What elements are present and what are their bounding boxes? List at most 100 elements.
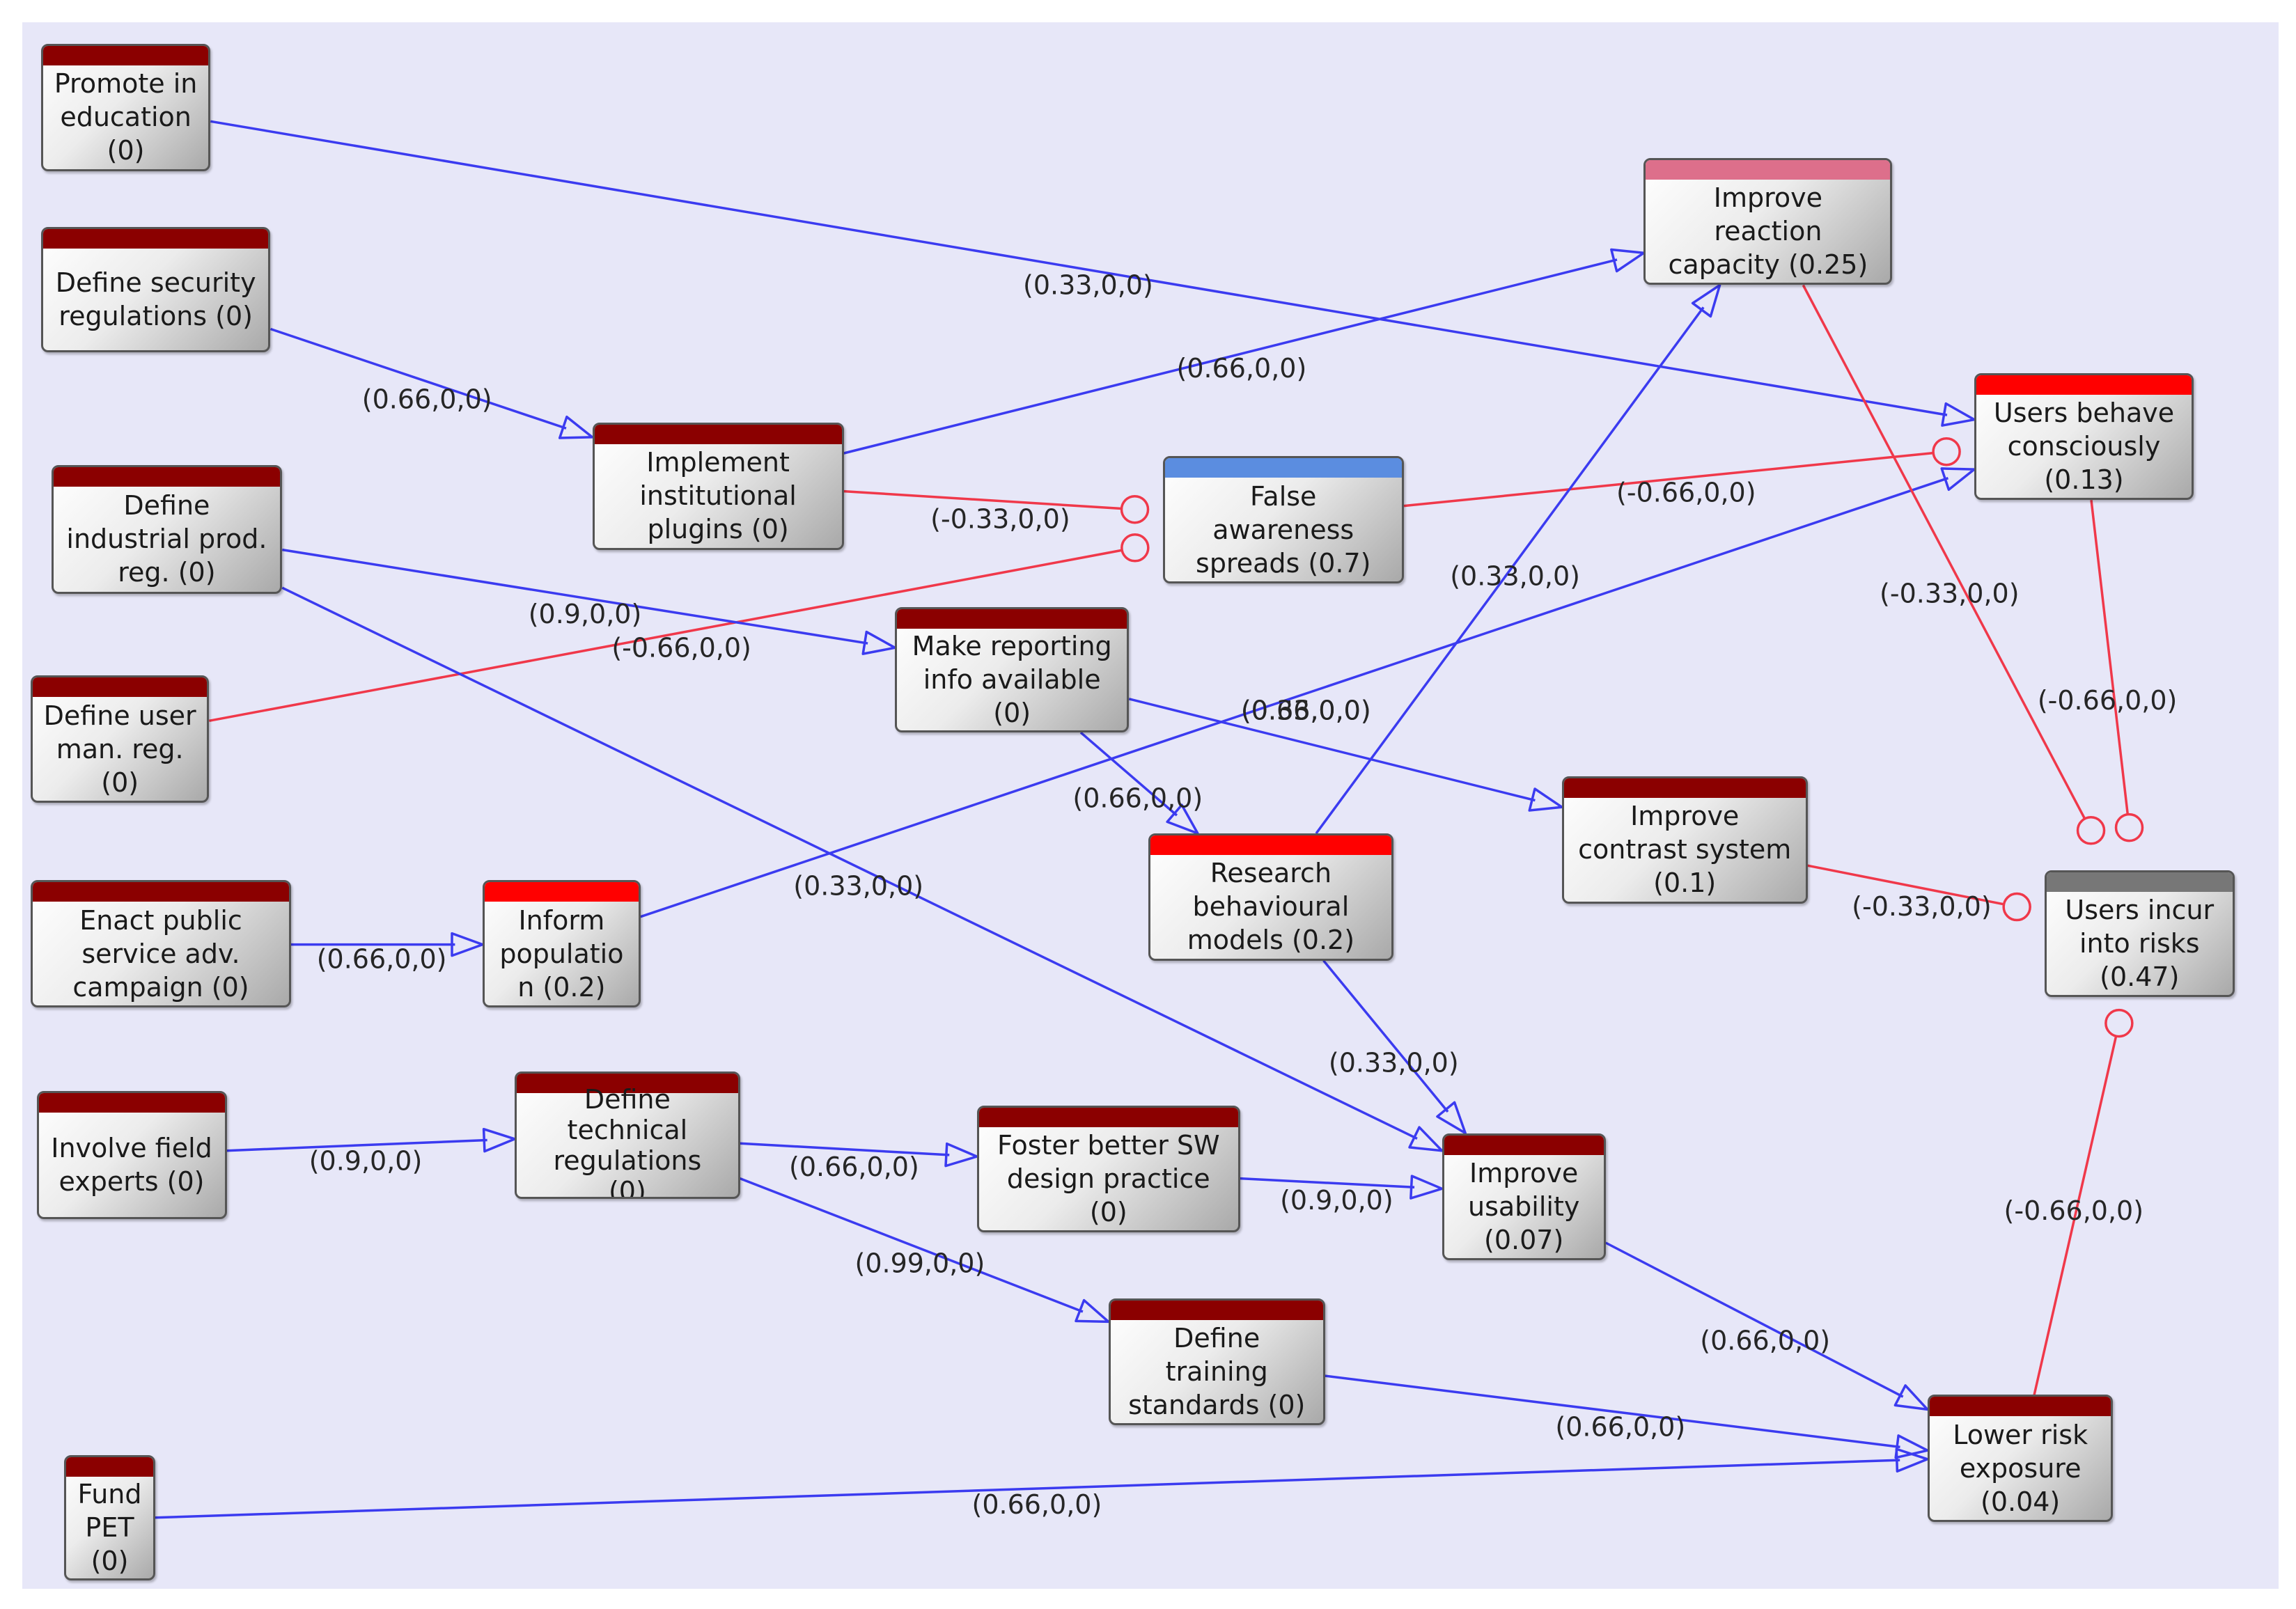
edge-line [282,548,868,645]
node-involve[interactable]: Involve field experts (0) [36,1090,227,1220]
node-header-bar [1150,835,1392,855]
edge-enact-to-inform[interactable]: (0.66,0,0) [290,932,484,975]
edge-line [281,586,1418,1140]
node-define-tech[interactable]: Define technical regulations (0) [515,1072,740,1199]
edge-implement-to-improve-react[interactable]: (0.66,0,0) [843,248,1646,455]
node-fund[interactable]: Fund PET (0) [64,1454,155,1581]
edge-research-to-improve-usab[interactable]: (0.33,0,0) [1322,959,1467,1135]
node-label: Lower risk exposure (0.04) [1953,1419,2088,1517]
edge-weight-label: (0.33,0,0) [1329,1048,1459,1078]
edge-implement-to-false-aw[interactable]: (-0.33,0,0) [843,489,1150,535]
edge-involve-to-define-tech[interactable]: (0.9,0,0) [226,1127,516,1177]
edge-define-tech-to-foster[interactable]: (0.66,0,0) [740,1142,978,1182]
edge-weight-label: (0.33,0,0) [1241,696,1371,726]
arrowhead-icon [1691,283,1721,318]
node-header-bar [1563,778,1806,799]
node-label: Define technical regulations (0) [553,1083,702,1199]
edge-line [208,549,1123,723]
node-header-bar [2046,872,2233,892]
node-label: Make reporting info available (0) [912,630,1112,728]
edge-line [739,1177,1084,1313]
edge-define-ind-to-make-rep[interactable]: (0.9,0,0) [282,548,896,655]
edge-make-rep-to-research[interactable]: (0.66,0,0) [1072,731,1203,835]
edge-weight-label: (0.66,0,0) [1700,1326,1830,1356]
node-header-bar [42,46,209,65]
edge-weight-label: (-0.33,0,0) [1880,579,2019,609]
arrowhead-icon [1409,1175,1444,1200]
node-define-user[interactable]: Define user man. reg. (0) [31,675,210,803]
edge-line [2090,499,2130,815]
arrowhead-icon [861,630,896,655]
edge-weight-label: (0.99,0,0) [855,1248,985,1278]
node-label: Research behavioural models (0.2) [1187,858,1355,956]
node-improve-usab[interactable]: Improve usability (0.07) [1442,1133,1606,1261]
edge-line [1240,1177,1415,1189]
edge-define-train-to-lower-risk[interactable]: (0.66,0,0) [1325,1374,1929,1459]
node-header-bar [1110,1300,1323,1320]
node-header-bar [1646,159,1891,180]
node-lower-risk[interactable]: Lower risk exposure (0.04) [1927,1395,2114,1523]
edge-users-behave-to-users-incur[interactable]: (-0.66,0,0) [2038,499,2177,842]
edge-weight-label: (0.66,0,0) [362,384,492,414]
edge-line [843,489,1122,510]
node-define-sec[interactable]: Define security regulations (0) [40,226,271,353]
arrowhead-icon [1941,402,1976,427]
arrowhead-icon [1075,1298,1110,1324]
node-users-incur[interactable]: Users incur into risks (0.47) [2044,870,2235,998]
edge-weight-label: (0.66,0,0) [1177,353,1307,384]
node-improve-contrast[interactable]: Improve contrast system (0.1) [1561,776,1808,904]
node-label: Foster better SW design practice (0) [997,1129,1220,1227]
node-research[interactable]: Research behavioural models (0.2) [1148,833,1394,961]
node-header-bar [897,609,1127,629]
node-header-bar [33,677,208,698]
arrowhead-icon [1893,1384,1929,1411]
edge-weight-label: (0.9,0,0) [309,1145,423,1176]
node-label: Define industrial prod. reg. (0) [66,490,267,588]
edge-define-sec-to-implement[interactable]: (0.66,0,0) [270,327,594,439]
edge-make-rep-to-improve-contrast[interactable]: (0.66,0,0) [1128,696,1563,812]
node-make-rep[interactable]: Make reporting info available (0) [895,606,1130,733]
edge-improve-usab-to-lower-risk[interactable]: (0.66,0,0) [1604,1241,1929,1411]
edge-fund-to-lower-risk[interactable]: (0.66,0,0) [155,1447,1929,1520]
inhibit-circle-icon [2076,816,2106,845]
edge-line [1315,306,1705,835]
edge-weight-label: (0.33,0,0) [1023,270,1153,301]
edge-define-tech-to-define-train[interactable]: (0.99,0,0) [739,1177,1110,1324]
node-label: Define user man. reg. (0) [43,700,196,798]
node-users-behave[interactable]: Users behave consciously (0.13) [1974,372,2194,501]
edge-foster-to-improve-usab[interactable]: (0.9,0,0) [1240,1175,1444,1216]
arrowhead-icon [1895,1447,1929,1473]
node-header-bar [485,882,639,902]
edge-line [1403,451,1934,508]
arrowhead-icon [1610,248,1646,273]
node-inform[interactable]: Inform populatio n (0.2) [483,880,641,1007]
edge-define-ind-to-improve-usab[interactable]: (0.33,0,0) [281,586,1444,1152]
edge-weight-label: (-0.66,0,0) [2004,1195,2143,1226]
edge-inform-to-users-behave[interactable]: (0.33,0,0) [640,467,1976,918]
edge-promote-edu-to-users-behave[interactable]: (0.33,0,0) [210,120,1976,427]
inhibit-circle-icon [1932,437,1961,466]
edge-improve-react-to-users-incur[interactable]: (-0.33,0,0) [1802,284,2106,845]
inhibit-circle-icon [1120,533,1150,563]
edge-line [1807,864,2004,906]
edge-weight-label: (0.66,0,0) [972,1489,1102,1520]
edge-define-user-to-false-aw[interactable]: (-0.66,0,0) [208,533,1150,723]
node-label: Promote in education (0) [54,68,198,166]
node-define-train[interactable]: Define training standards (0) [1108,1298,1325,1426]
node-promote-edu[interactable]: Promote in education (0) [40,44,211,171]
edge-weight-label: (-0.33,0,0) [1852,891,1991,922]
edge-weight-label: (0.9,0,0) [529,599,642,629]
node-define-ind[interactable]: Define industrial prod. reg. (0) [51,464,283,594]
edge-improve-contrast-to-users-incur[interactable]: (-0.33,0,0) [1807,864,2031,922]
edge-weight-label: (0.66,0,0) [1072,783,1203,814]
node-foster[interactable]: Foster better SW design practice (0) [976,1105,1240,1233]
arrowhead-icon [1436,1101,1467,1135]
edge-lower-risk-to-users-incur[interactable]: (-0.66,0,0) [2004,1008,2143,1395]
node-enact[interactable]: Enact public service adv. campaign (0) [31,880,291,1007]
edge-research-to-improve-react[interactable]: (0.33,0,0) [1315,283,1721,835]
node-improve-react[interactable]: Improve reaction capacity (0.25) [1643,157,1893,285]
edge-false-aw-to-users-behave[interactable]: (-0.66,0,0) [1403,437,1961,508]
node-implement[interactable]: Implement institutional plugins (0) [592,422,844,550]
node-false-aw[interactable]: False awareness spreads (0.7) [1162,456,1404,583]
edge-line [226,1138,487,1152]
